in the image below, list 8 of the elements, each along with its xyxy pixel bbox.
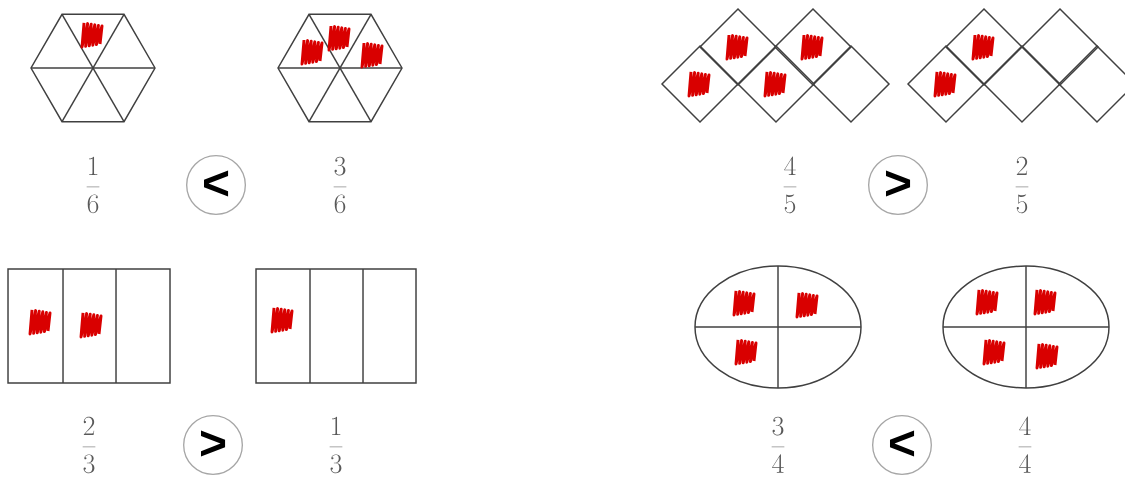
fraction: $\frac{4}{4}$ xyxy=(1018,416,1032,473)
fraction: $\frac{4}{5}$ xyxy=(783,156,797,214)
fraction: $\frac{3}{4}$ xyxy=(771,416,785,473)
fraction: $\frac{3}{6}$ xyxy=(333,156,347,214)
fraction: $\frac{1}{6}$ xyxy=(86,156,100,214)
fraction: $\frac{1}{3}$ xyxy=(329,416,343,474)
fraction: $\frac{2}{5}$ xyxy=(1015,156,1029,214)
fraction: $\frac{2}{3}$ xyxy=(82,416,96,474)
